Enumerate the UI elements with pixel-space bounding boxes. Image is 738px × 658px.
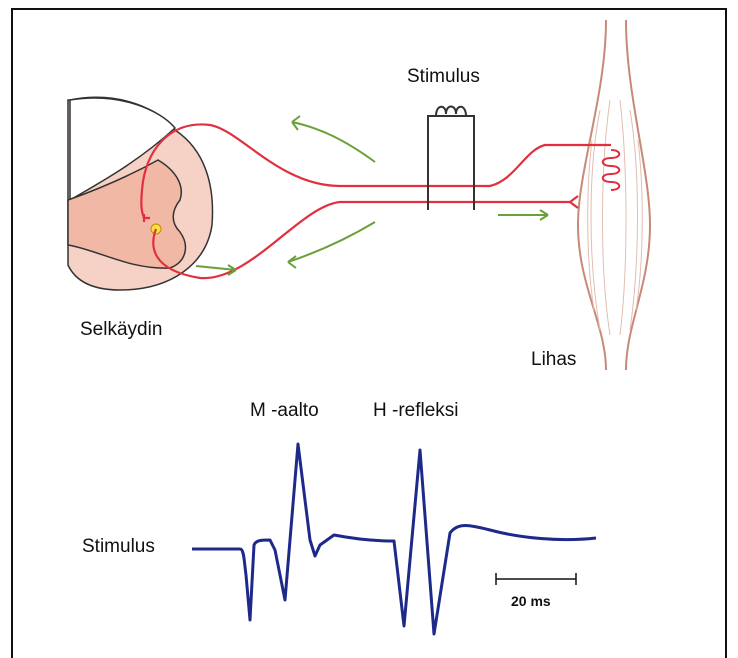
- label-h-reflex: H -refleksi: [373, 400, 459, 421]
- electrode-coil: [436, 107, 466, 117]
- label-spinal-cord: Selkäydin: [80, 319, 162, 340]
- muscle-fibers: [588, 100, 643, 335]
- stimulus-electrode: [428, 107, 474, 211]
- muscle-outline: [578, 20, 650, 370]
- efferent-fiber: [153, 202, 570, 278]
- muscle: [578, 20, 650, 370]
- arrowhead-efferent-lower: [288, 256, 296, 268]
- label-m-wave: M -aalto: [250, 400, 319, 421]
- motor-end-plate: [570, 196, 578, 208]
- label-scale-bar: 20 ms: [511, 593, 551, 609]
- muscle-spindle-coil: [603, 150, 620, 190]
- arrow-afferent-upper: [292, 122, 375, 162]
- label-stimulus-trace: Stimulus: [82, 536, 155, 557]
- electrode-leads: [428, 116, 474, 210]
- label-stimulus-top: Stimulus: [407, 66, 480, 87]
- arrow-efferent-lower: [288, 222, 375, 262]
- scale-bar: [496, 573, 576, 585]
- label-muscle: Lihas: [531, 349, 576, 370]
- direction-arrows: [196, 116, 548, 275]
